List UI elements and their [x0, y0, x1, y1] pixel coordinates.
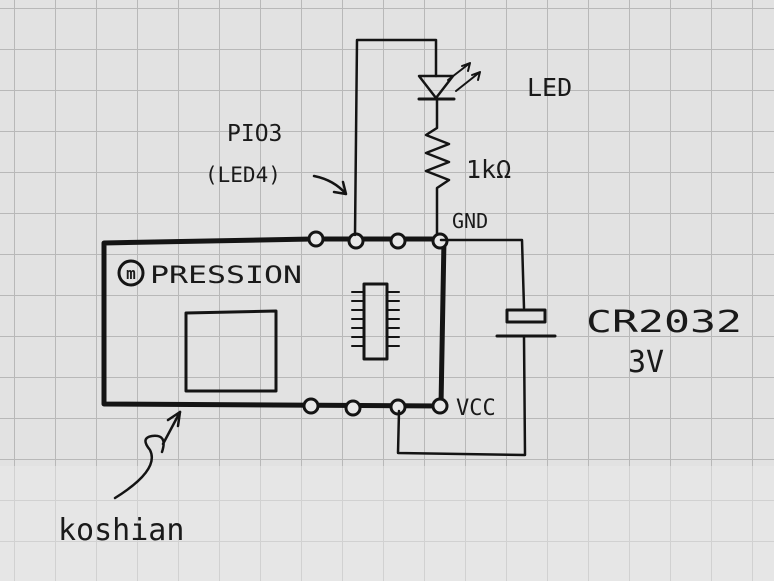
gnd-label: GND — [452, 209, 488, 233]
module-square — [184, 309, 278, 393]
battery-voltage-label: 3V — [628, 345, 664, 380]
resistor-label: 1kΩ — [466, 155, 511, 184]
battery-model-label: CR2032 — [586, 305, 742, 340]
pin-pad — [389, 232, 407, 250]
bottom-header-pins — [302, 397, 449, 417]
paper-shadow-band — [0, 466, 774, 581]
board-outline — [101, 236, 447, 409]
pin-pad — [431, 397, 449, 415]
pio3-wire — [353, 38, 438, 237]
gnd-wire — [439, 238, 526, 310]
led-label: LED — [527, 73, 572, 102]
mpression-logo-circle — [117, 259, 145, 287]
pin-pad — [347, 232, 365, 250]
pin-pad — [307, 230, 325, 248]
vcc-wire — [396, 335, 527, 457]
koshian-arrow — [113, 410, 182, 500]
led-symbol — [417, 62, 481, 101]
ic-chip — [351, 282, 400, 361]
mpression-label: PRESSION — [150, 261, 302, 289]
mpression-logo-letter: m — [126, 264, 136, 283]
koshian-arrowhead — [166, 410, 182, 428]
top-header-pins — [307, 230, 449, 250]
pio3-arrow — [312, 174, 348, 196]
resistor-symbol — [424, 97, 451, 236]
pin-pad — [344, 399, 362, 417]
koshian-label: koshian — [58, 513, 184, 548]
pin-pad — [302, 397, 320, 415]
battery-symbol — [495, 308, 557, 338]
pio3-label: PIO3 — [227, 121, 282, 147]
led4-label: (LED4) — [205, 163, 281, 187]
vcc-label: VCC — [456, 396, 496, 421]
